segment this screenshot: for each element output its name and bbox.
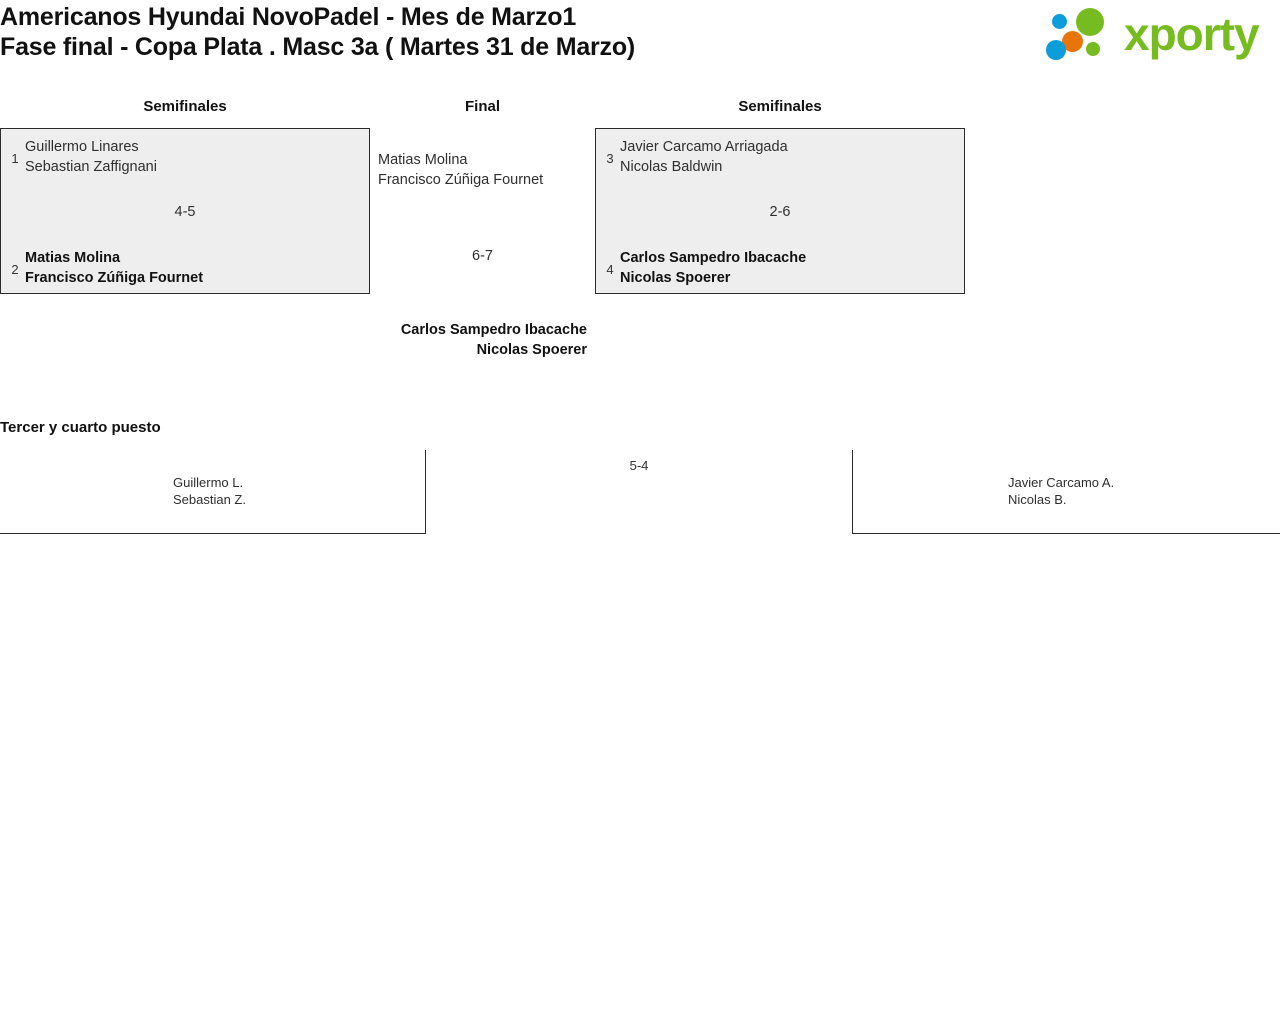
third-place-score: 5-4 xyxy=(629,458,649,473)
logo-dot-green-large xyxy=(1076,8,1104,36)
third-place-right-team: Javier Carcamo A. Nicolas B. xyxy=(1008,474,1114,508)
match-score: 2-6 xyxy=(769,204,791,220)
logo-wordmark: xporty xyxy=(1124,8,1260,60)
team-names: Matias Molina Francisco Zúñiga Fournet xyxy=(25,249,203,288)
player-name: Francisco Zúñiga Fournet xyxy=(25,269,204,286)
player-name: Sebastian Zaffignani xyxy=(25,158,157,175)
third-place-left-team: Guillermo L. Sebastian Z. xyxy=(173,474,246,508)
match-semifinal-left[interactable]: 1 Guillermo Linares Sebastian Zaffignani… xyxy=(0,128,370,294)
final-champion-team: Carlos Sampedro Ibacache Nicolas Spoerer xyxy=(401,321,587,360)
player-name: Guillermo Linares xyxy=(25,139,139,155)
team-names: Javier Carcamo Arriagada Nicolas Baldwin xyxy=(620,138,788,177)
match-final[interactable]: Matias Molina Francisco Zúñiga Fournet 6… xyxy=(370,128,595,368)
team-seed: 2 xyxy=(11,262,19,277)
player-name: Sebastian Z. xyxy=(173,492,246,507)
round-title-semifinal-left: Semifinales xyxy=(143,98,227,115)
logo-dot-blue-bottom xyxy=(1046,40,1066,60)
final-score: 6-7 xyxy=(472,248,493,264)
player-name: Carlos Sampedro Ibacache xyxy=(400,322,587,338)
team-names: Guillermo Linares Sebastian Zaffignani xyxy=(25,138,157,177)
team-seed: 1 xyxy=(11,151,19,166)
player-name: Nicolas Spoerer xyxy=(476,341,587,358)
team-row[interactable]: 1 Guillermo Linares Sebastian Zaffignani xyxy=(1,138,369,182)
xporty-dots-logo xyxy=(1046,8,1124,60)
logo-dot-blue-top xyxy=(1052,14,1067,29)
xporty-logo: xporty xyxy=(1032,4,1272,64)
team-seed: 3 xyxy=(606,151,614,166)
round-title-final: Final xyxy=(464,98,500,115)
player-name: Javier Carcamo Arriagada xyxy=(620,139,788,155)
player-name: Guillermo L. xyxy=(173,475,244,490)
team-seed: 4 xyxy=(606,262,614,277)
player-name: Nicolas Baldwin xyxy=(620,158,723,175)
match-score: 4-5 xyxy=(174,204,196,220)
player-name: Carlos Sampedro Ibacache xyxy=(620,250,807,266)
round-title-semifinal-right: Semifinales xyxy=(738,98,822,115)
player-name: Francisco Zúñiga Fournet xyxy=(378,171,544,188)
logo-dot-orange xyxy=(1062,31,1083,52)
third-place-title: Tercer y cuarto puesto xyxy=(0,419,161,436)
page-header: Americanos Hyundai NovoPadel - Mes de Ma… xyxy=(0,0,1280,78)
player-name: Nicolas B. xyxy=(1008,492,1067,507)
player-name: Matias Molina xyxy=(25,250,121,266)
team-row[interactable]: 3 Javier Carcamo Arriagada Nicolas Baldw… xyxy=(596,138,964,182)
match-semifinal-right[interactable]: 3 Javier Carcamo Arriagada Nicolas Baldw… xyxy=(595,128,965,294)
player-name: Matias Molina xyxy=(378,152,468,168)
team-names: Carlos Sampedro Ibacache Nicolas Spoerer xyxy=(620,249,806,288)
team-row[interactable]: 2 Matias Molina Francisco Zúñiga Fournet xyxy=(1,249,369,293)
third-place-right-bracket[interactable]: Javier Carcamo A. Nicolas B. xyxy=(852,450,1280,534)
page-title: Americanos Hyundai NovoPadel - Mes de Ma… xyxy=(0,3,636,61)
logo-dot-green-small xyxy=(1086,42,1100,56)
third-place-left-bracket[interactable]: Guillermo L. Sebastian Z. xyxy=(0,450,426,534)
player-name: Javier Carcamo A. xyxy=(1008,475,1115,490)
final-finalist-team: Matias Molina Francisco Zúñiga Fournet xyxy=(378,151,543,190)
team-row[interactable]: 4 Carlos Sampedro Ibacache Nicolas Spoer… xyxy=(596,249,964,293)
player-name: Nicolas Spoerer xyxy=(620,269,731,286)
